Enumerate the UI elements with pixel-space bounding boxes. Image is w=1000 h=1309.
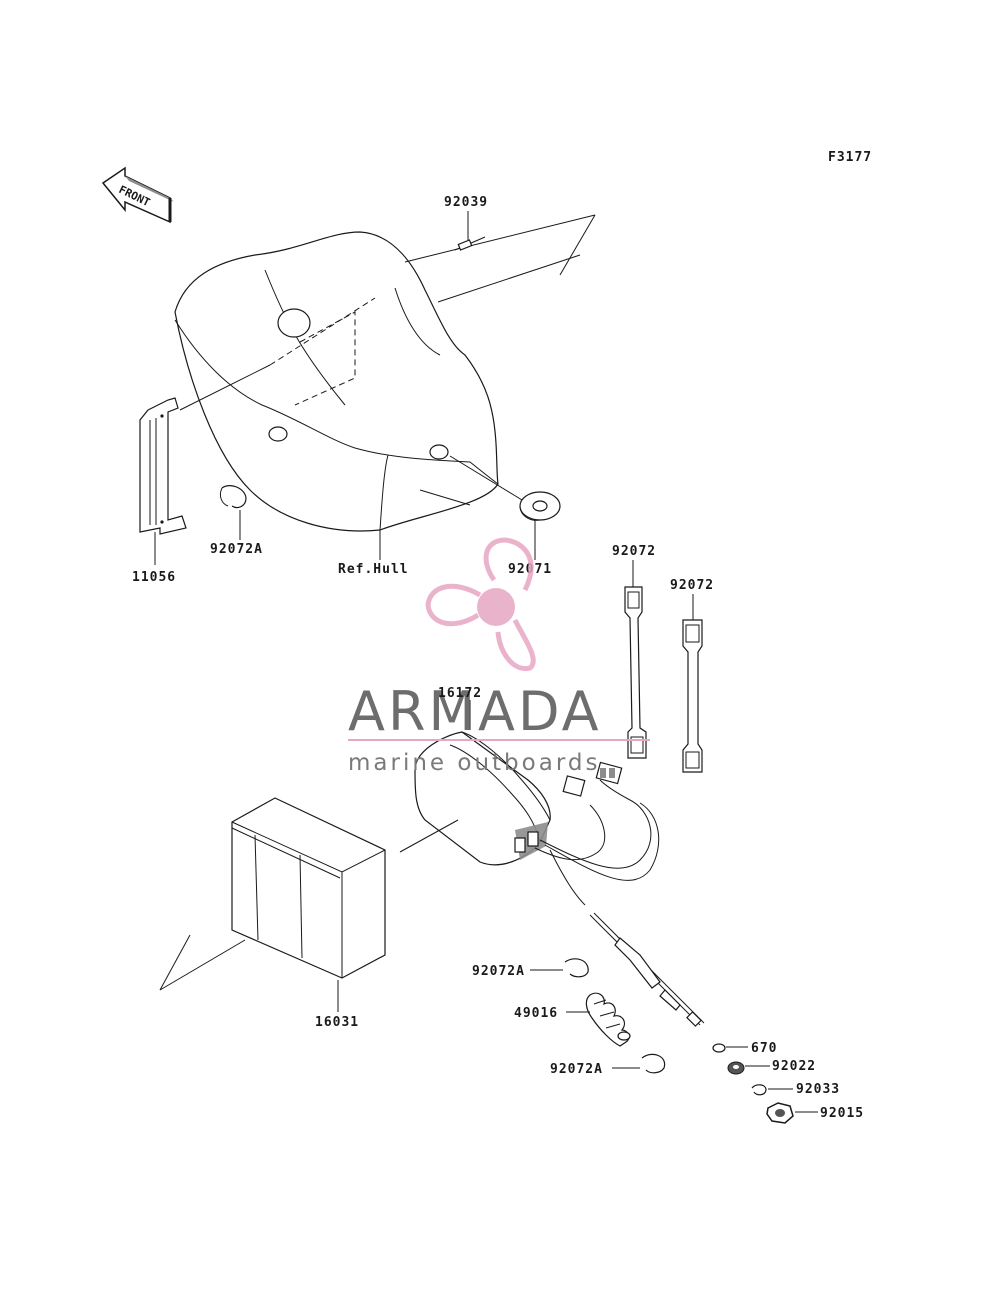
hull-port-top xyxy=(277,308,311,338)
callout-92072-b[interactable]: 92072 xyxy=(670,578,714,593)
clamp-92072A-top: 92072A xyxy=(210,485,263,557)
washer-92022: 92022 xyxy=(727,1059,816,1075)
clamp-92072A-low: 92072A xyxy=(550,1053,666,1077)
callout-49016[interactable]: 49016 xyxy=(514,1006,558,1021)
watermark-tagline: marine outboards xyxy=(348,750,600,776)
lock-washer-92033: 92033 xyxy=(751,1082,840,1097)
clamp-92072A-mid: 92072A xyxy=(472,958,589,979)
callout-92072A-mid[interactable]: 92072A xyxy=(472,964,525,979)
hull-reference xyxy=(174,231,499,532)
armada-logo xyxy=(425,537,536,672)
figure-code: F3177 xyxy=(828,150,872,165)
callout-92022[interactable]: 92022 xyxy=(772,1059,816,1074)
callout-92072-a[interactable]: 92072 xyxy=(612,544,656,559)
pin-92039: 92039 xyxy=(444,195,488,251)
hull-port-right xyxy=(429,444,449,460)
cover-16031: 16031 xyxy=(159,797,459,1030)
callout-92033[interactable]: 92033 xyxy=(796,1082,840,1097)
watermark-brand: ARMADA xyxy=(348,680,602,743)
callout-92015[interactable]: 92015 xyxy=(820,1106,864,1121)
callout-92039[interactable]: 92039 xyxy=(444,195,488,210)
callout-ref-hull[interactable]: Ref.Hull xyxy=(338,562,409,577)
boot-49016: 49016 xyxy=(514,992,631,1047)
callout-16031[interactable]: 16031 xyxy=(315,1015,359,1030)
callout-92072A-low[interactable]: 92072A xyxy=(550,1062,603,1077)
control-unit-16172 xyxy=(414,700,551,866)
band-92072-a: 92072 xyxy=(612,544,656,759)
o-ring-670: 670 xyxy=(712,1041,777,1056)
bracket-11056: 11056 xyxy=(132,397,187,585)
callout-670[interactable]: 670 xyxy=(751,1041,777,1056)
throttle-cable xyxy=(589,912,705,1027)
hull-port-left xyxy=(268,426,288,442)
callout-16172[interactable]: 16172 xyxy=(438,686,482,701)
band-92072-b: 92072 xyxy=(670,578,714,773)
callout-11056[interactable]: 11056 xyxy=(132,570,176,585)
wiring-harness xyxy=(534,761,660,906)
nut-92015: 92015 xyxy=(766,1102,864,1124)
front-direction-arrow: FRONT xyxy=(101,166,174,224)
callout-92072A-top[interactable]: 92072A xyxy=(210,542,263,557)
